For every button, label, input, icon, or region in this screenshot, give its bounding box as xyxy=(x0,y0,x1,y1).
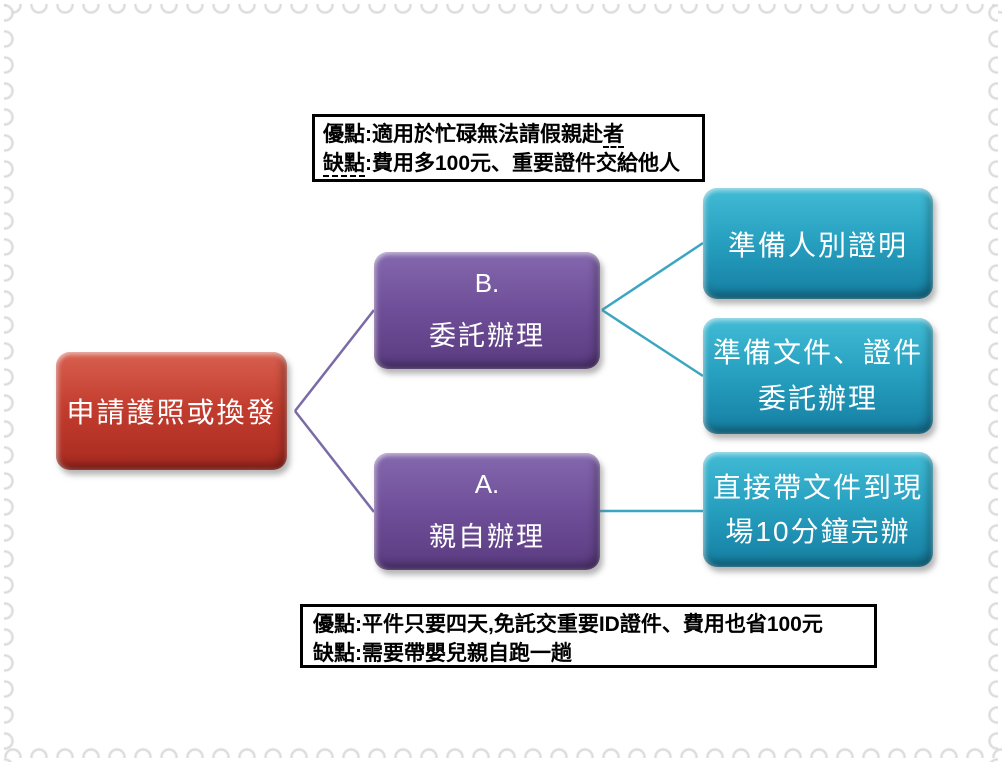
note-line-cons: 缺點:費用多100元、重要證件交給他人 xyxy=(323,149,694,178)
connector-root-to-b xyxy=(294,309,375,412)
node-leaf-prepare-documents: 準備文件、證件 委託辦理 xyxy=(703,318,933,434)
branch-b-label: 委託辦理 xyxy=(429,321,545,352)
node-branch-a-in-person: A. 親自辦理 xyxy=(374,453,600,570)
connector-b-to-leaf2 xyxy=(601,308,704,378)
connector-root-to-a xyxy=(294,410,375,513)
node-branch-b-delegate: B. 委託辦理 xyxy=(374,252,600,369)
connector-b-to-leaf1 xyxy=(601,241,704,312)
note-delegate-pros-cons: 優點:適用於忙碌無法請假親赴者 缺點:費用多100元、重要證件交給他人 xyxy=(312,114,705,182)
note-inperson-pros-cons: 優點:平件只要四天,免託交重要ID證件、費用也省100元 缺點:需要帶嬰兒親自跑… xyxy=(300,604,877,668)
leaf-onsite-10min-label: 直接帶文件到現場10分鐘完辦 xyxy=(713,471,924,547)
cons-text: :費用多100元、重要證件交給他人 xyxy=(365,152,681,175)
pros-text-underlined: 者 xyxy=(603,123,624,148)
node-root-apply-passport: 申請護照或換發 xyxy=(56,352,287,470)
node-root-label: 申請護照或換發 xyxy=(66,397,277,428)
leaf-identity-proof-label: 準備人別證明 xyxy=(727,229,908,261)
node-leaf-identity-proof: 準備人別證明 xyxy=(703,188,933,299)
node-leaf-onsite-10min: 直接帶文件到現場10分鐘完辦 xyxy=(703,452,933,567)
branch-b-id: B. xyxy=(474,267,500,298)
leaf-prepare-documents-line2: 委託辦理 xyxy=(757,383,878,414)
note-line-pros: 優點:適用於忙碌無法請假親赴者 xyxy=(323,120,694,149)
note-inperson-cons: 缺點:需要帶嬰兒親自跑一趟 xyxy=(313,642,572,665)
cons-label-underlined: 缺點 xyxy=(323,152,365,177)
branch-a-label: 親自辦理 xyxy=(429,522,545,553)
note-inperson-pros: 優點:平件只要四天,免託交重要ID證件、費用也省100元 xyxy=(313,613,823,636)
pros-text: 優點:適用於忙碌無法請假親赴 xyxy=(323,123,603,146)
branch-a-id: A. xyxy=(474,468,500,499)
leaf-prepare-documents-line1: 準備文件、證件 xyxy=(712,337,923,368)
